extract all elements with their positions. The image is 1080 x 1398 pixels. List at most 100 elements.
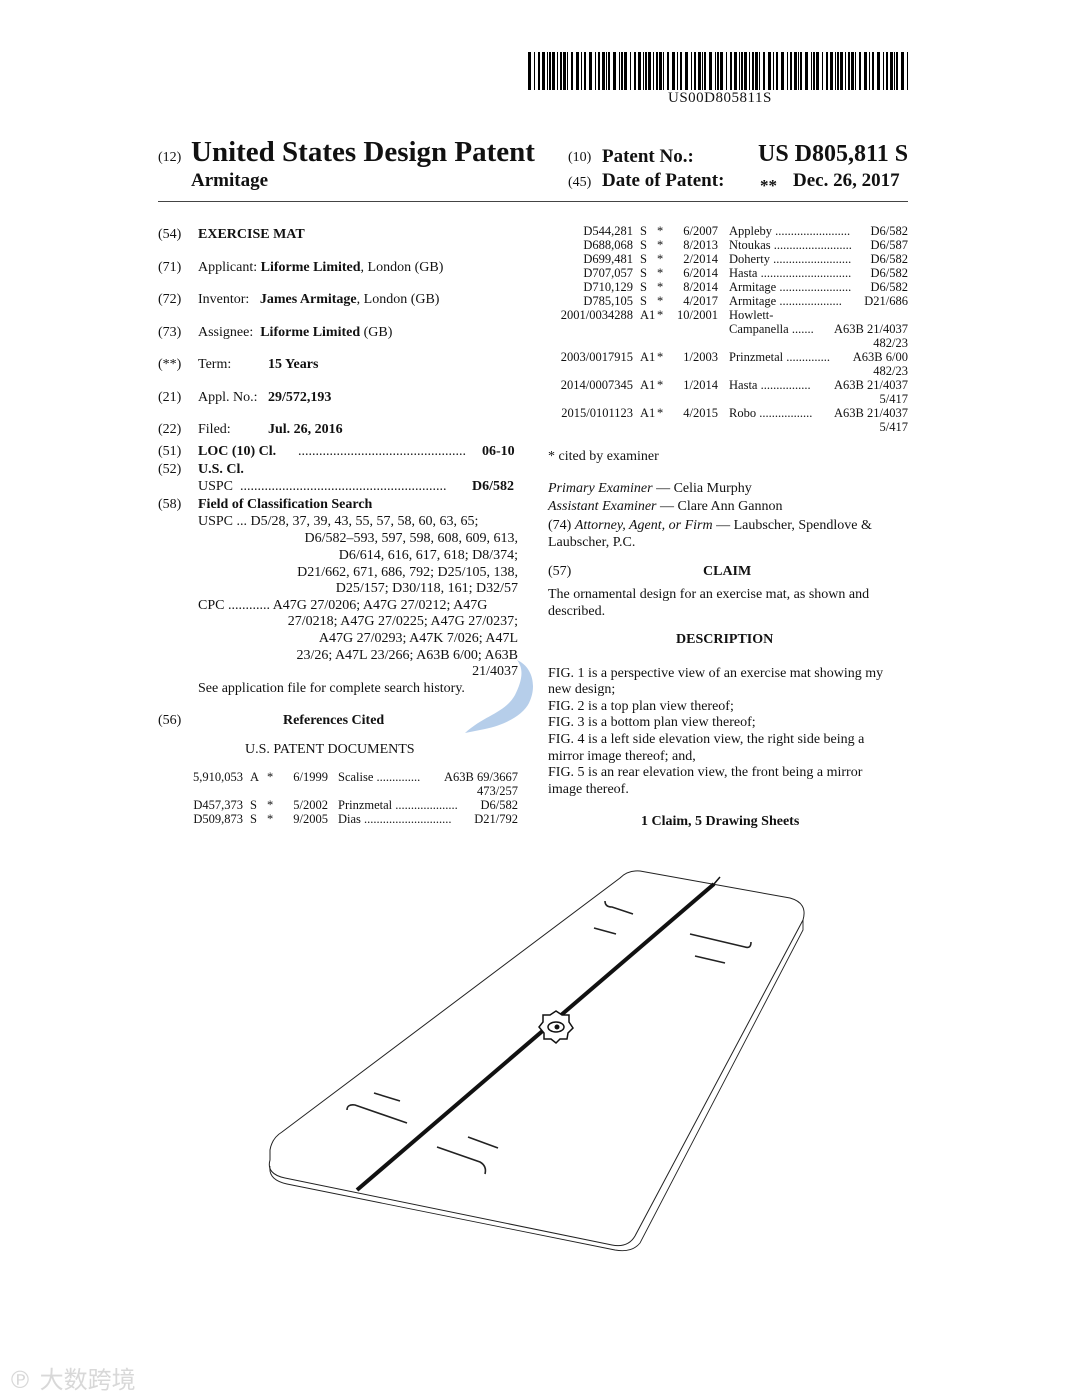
claim-title: CLAIM (703, 564, 752, 579)
barcode-bar (581, 52, 582, 90)
primary-examiner-name: — Celia Murphy (652, 481, 752, 496)
barcode-bar (840, 52, 843, 90)
reference-star: * (267, 798, 274, 812)
uspc-dots: ........................................… (240, 479, 447, 494)
inventor-surname: Armitage (191, 170, 269, 191)
reference-star: * (657, 238, 664, 252)
barcode-bar (890, 52, 893, 90)
barcode-bar (739, 52, 740, 90)
barcode-bar (602, 52, 605, 90)
reference-cls2: 5/417 (879, 392, 908, 406)
primary-examiner: Primary Examiner — Celia Murphy (548, 480, 752, 497)
reference-date: 2/2014 (683, 252, 718, 266)
loc-dots: ........................................… (298, 444, 466, 459)
applicant-location: , London (GB) (360, 260, 444, 275)
reference-date: 6/2007 (683, 224, 718, 238)
reference-cls2: 482/23 (873, 364, 908, 378)
barcode-bar (811, 52, 812, 90)
reference-cls: A63B 69/3667 (444, 770, 518, 784)
barcode-bar (848, 52, 850, 90)
barcode-bar (845, 52, 846, 90)
filed-value: Jul. 26, 2016 (268, 422, 343, 437)
assignee: Assignee: Liforme Limited (GB) (198, 324, 392, 341)
reference-cls: A63B 21/4037 (834, 322, 908, 336)
barcode-bar (563, 52, 566, 90)
description-line: FIG. 3 is a bottom plan view thereof; (548, 715, 756, 730)
claim-text: The ornamental design for an exercise ma… (548, 587, 870, 602)
barcode-bar (773, 52, 774, 90)
reference-star: * (657, 294, 664, 308)
reference-no: D707,057 (583, 266, 633, 280)
reference-cls: D6/582 (870, 266, 909, 280)
reference-no: D710,129 (583, 280, 633, 294)
reference-star: * (657, 252, 664, 266)
code-54: (54) (158, 227, 182, 242)
reference-cls2: 5/417 (879, 420, 908, 434)
barcode-bar (677, 52, 678, 90)
emblem-icon (538, 1010, 574, 1045)
reference-date: 10/2001 (677, 308, 718, 322)
barcode-bar (538, 52, 540, 90)
applicant-label: Applicant: (198, 260, 258, 275)
barcode-bar (621, 52, 623, 90)
barcode-bar (734, 52, 737, 90)
claims-sheets: 1 Claim, 5 Drawing Sheets (641, 814, 800, 829)
barcode-bar (584, 52, 586, 90)
code-74: (74) (548, 518, 572, 533)
search-line: D6/582–593, 597, 598, 608, 609, 613, (304, 531, 519, 546)
reference-kind: S (640, 294, 647, 308)
barcode-bar (894, 52, 895, 90)
reference-date: 8/2013 (683, 238, 718, 252)
arrow-tip-icon (713, 876, 721, 885)
reference-date: 8/2014 (683, 280, 718, 294)
barcode-bar (698, 52, 701, 90)
barcode-bar (826, 52, 828, 90)
barcode-bar (816, 52, 819, 90)
barcode-bar (656, 52, 658, 90)
reference-cls2: 482/23 (873, 336, 908, 350)
barcode-bar (702, 52, 703, 90)
barcode-bar (608, 52, 610, 90)
center-line (355, 882, 716, 1192)
reference-kind: S (250, 798, 257, 812)
barcode-bar (528, 52, 531, 90)
barcode-bar (800, 52, 802, 90)
reference-date: 1/2003 (683, 350, 718, 364)
reference-no: 2014/0007345 (560, 378, 633, 392)
barcode-bar (542, 52, 545, 90)
reference-name: Prinzmetal .............. (729, 350, 831, 364)
barcode-bar (680, 52, 682, 90)
description-line: FIG. 5 is an rear elevation view, the fr… (548, 765, 863, 780)
reference-cls: A63B 6/00 (852, 350, 908, 364)
reference-cls: D21/686 (864, 294, 908, 308)
claim-text: described. (548, 604, 606, 619)
reference-date: 4/2017 (683, 294, 718, 308)
code-73: (73) (158, 325, 182, 340)
reference-no: D785,105 (583, 294, 633, 308)
reference-cls: D21/792 (474, 812, 518, 826)
code-56: (56) (158, 713, 182, 728)
barcode-bar (864, 52, 867, 90)
reference-star: * (657, 224, 664, 238)
assignee-label: Assignee: (198, 325, 254, 340)
description-line: FIG. 1 is a perspective view of an exerc… (548, 666, 884, 681)
reference-name: Doherty ......................... (729, 252, 852, 266)
reference-kind: S (250, 812, 257, 826)
field-search-label: Field of Classification Search (198, 497, 373, 512)
barcode-bar (883, 52, 884, 90)
barcode-bar (744, 52, 747, 90)
design-title: EXERCISE MAT (198, 227, 305, 242)
term-value: 15 Years (268, 357, 319, 372)
barcode-bar (643, 52, 644, 90)
reference-cls: D6/582 (870, 280, 909, 294)
reference-kind: S (640, 252, 647, 266)
description-line: FIG. 4 is a left side elevation view, th… (548, 732, 865, 747)
search-line: 23/26; A47L 23/266; A63B 6/00; A63B (296, 648, 518, 663)
reference-no: 2001/0034288 (560, 308, 633, 322)
reference-name: Prinzmetal .................... (338, 798, 458, 812)
code-58: (58) (158, 497, 182, 512)
code-22: (22) (158, 422, 182, 437)
reference-no: 2003/0017915 (560, 350, 633, 364)
document-title: United States Design Patent (191, 136, 535, 168)
assistant-examiner-label: Assistant Examiner (548, 499, 657, 514)
